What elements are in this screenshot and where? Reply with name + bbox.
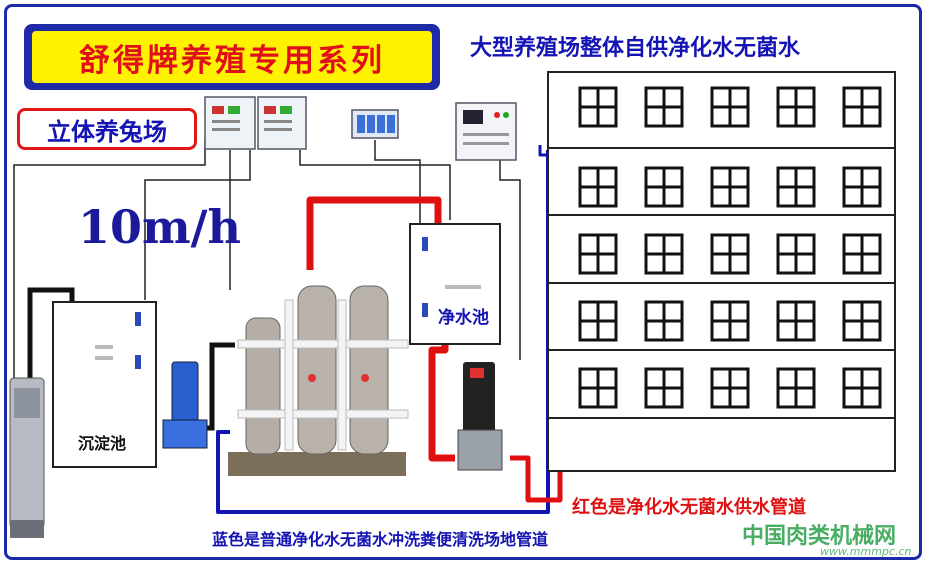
main-control-panel	[455, 102, 517, 161]
control-box-2	[257, 96, 307, 150]
window	[776, 166, 816, 208]
window	[842, 367, 882, 409]
window	[578, 166, 618, 208]
farm-label: 立体养兔场	[47, 116, 167, 146]
window	[578, 233, 618, 275]
window	[578, 86, 618, 128]
window	[842, 86, 882, 128]
window	[644, 86, 684, 128]
watermark-url: www.mmmpc.cn	[820, 545, 912, 558]
window	[710, 86, 750, 128]
watermark-text: 中国肉类机械网	[742, 524, 897, 549]
window	[776, 86, 816, 128]
filtration-unit	[228, 285, 409, 476]
clean-tank-label: 净水池	[438, 308, 489, 328]
flow-rate: 10m/h	[78, 200, 241, 254]
window	[578, 300, 618, 342]
page-title: 舒得牌养殖专用系列	[79, 42, 385, 79]
sediment-tank-label: 沉淀池	[78, 434, 127, 453]
window	[776, 300, 816, 342]
window	[776, 233, 816, 275]
window	[578, 367, 618, 409]
title-banner: 舒得牌养殖专用系列	[24, 24, 440, 90]
farm-label-box: 立体养兔场	[17, 108, 197, 150]
submersible-pump	[9, 377, 45, 538]
window	[644, 367, 684, 409]
window	[644, 233, 684, 275]
window	[842, 233, 882, 275]
clean-water-tank	[409, 223, 501, 345]
window	[710, 300, 750, 342]
window	[644, 300, 684, 342]
breaker-switches	[351, 109, 399, 139]
window	[710, 367, 750, 409]
sediment-tank	[52, 301, 157, 468]
page-subtitle: 大型养殖场整体自供净化水无菌水	[470, 35, 801, 61]
window	[710, 166, 750, 208]
booster-pump	[457, 362, 503, 471]
blue-pump	[162, 361, 208, 449]
legend-red-pipe: 红色是净化水无菌水供水管道	[572, 497, 806, 518]
outer-frame	[4, 4, 922, 560]
legend-blue-pipe: 蓝色是普通净化水无菌水冲洗粪便清洗场地管道	[212, 530, 549, 549]
window	[710, 233, 750, 275]
window	[776, 367, 816, 409]
window	[644, 166, 684, 208]
window	[842, 166, 882, 208]
building-windows	[578, 86, 882, 409]
control-box-1	[204, 96, 256, 150]
window	[842, 300, 882, 342]
